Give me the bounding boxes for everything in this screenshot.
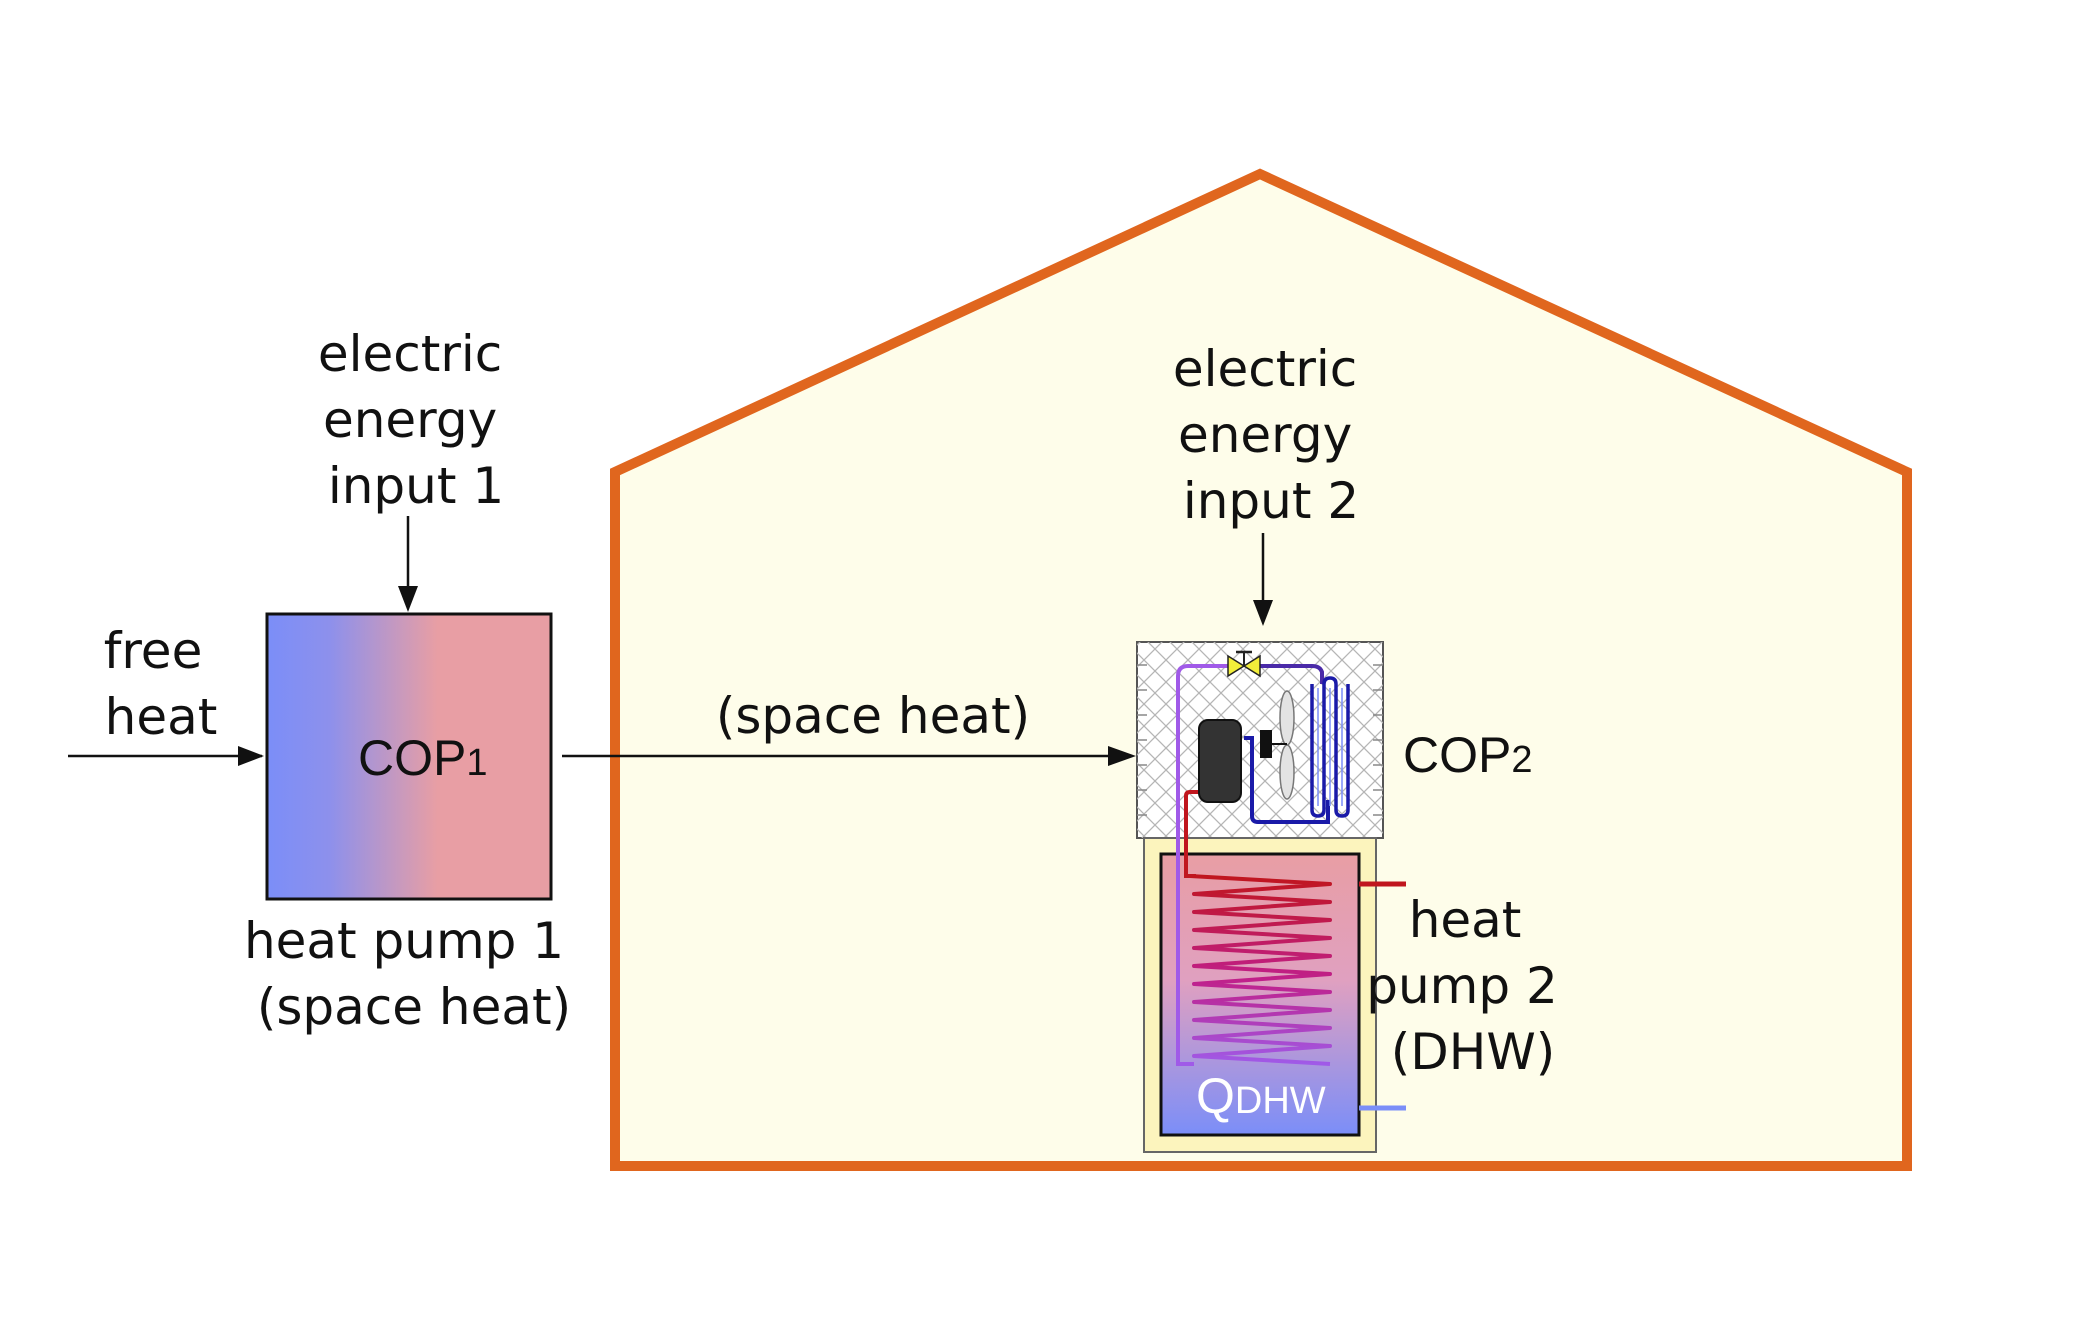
evaporator-coil-inner (1317, 688, 1343, 806)
evaporator-coil (1310, 676, 1350, 818)
return-pipe (1244, 736, 1330, 824)
qdhw-label: QDHW (1196, 1068, 1326, 1124)
fan-icon (1260, 690, 1295, 800)
liquid-line (1260, 664, 1324, 684)
suction-pipe (1176, 664, 1228, 1066)
electric-input-2-arrow (1253, 533, 1273, 626)
space-heat-arrow (562, 746, 1136, 766)
free-heat-arrow (68, 746, 264, 766)
compressor-icon (1198, 719, 1242, 803)
heat-exchanger-coil (1189, 874, 1332, 1066)
unit-side-ticks (1137, 664, 1383, 816)
electric-input-1-arrow (398, 516, 418, 612)
electric-input-2-label: electric energy input 2 (1173, 340, 1373, 530)
free-heat-label: free heat (104, 622, 219, 746)
expansion-valve-icon (1227, 650, 1261, 678)
electric-input-1-label: electric energy input 1 (318, 325, 518, 515)
cop2-label: COP2 (1403, 727, 1533, 783)
heat-pump-1-label: heat pump 1 (space heat) (244, 912, 580, 1036)
cop1-label: COP1 (358, 730, 488, 786)
space-heat-label: (space heat) (716, 687, 1030, 745)
discharge-pipe (1184, 790, 1218, 878)
heat-pump-2-label: heat pump 2 (DHW) (1366, 891, 1573, 1081)
heat-pump-1-box (265, 612, 553, 901)
